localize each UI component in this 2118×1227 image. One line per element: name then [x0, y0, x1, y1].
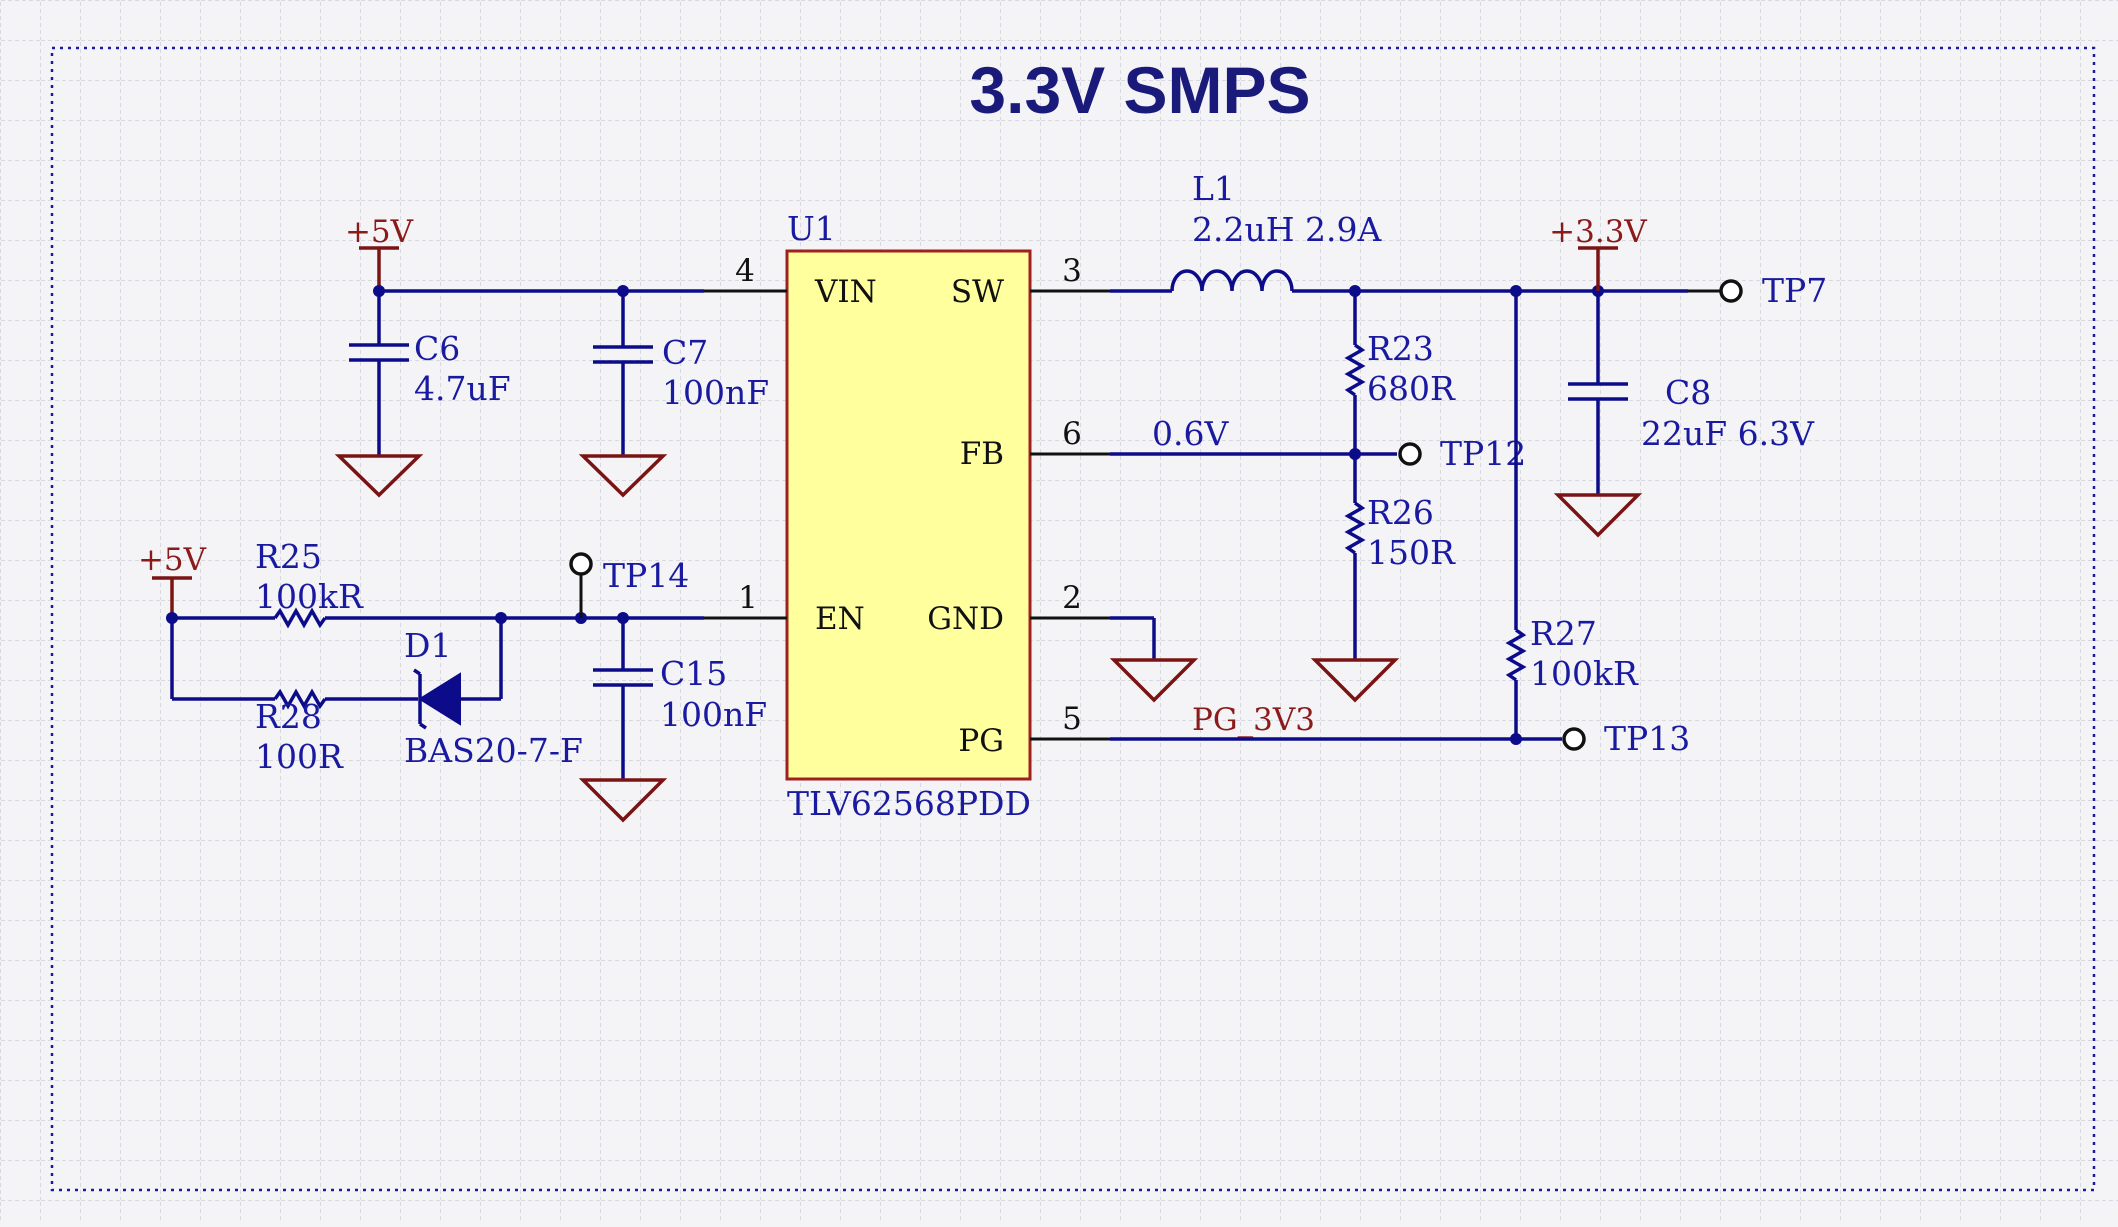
pin-pg-label: PG	[958, 723, 1004, 759]
pin-3-number: 3	[1062, 253, 1082, 289]
svg-text:+5V: +5V	[138, 542, 207, 578]
sheet-title: 3.3V SMPS	[969, 53, 1310, 127]
ground-symbol-c15	[578, 778, 668, 823]
power-port-5v-top[interactable]: +5V	[345, 214, 414, 291]
d1-ref: D1	[404, 626, 451, 665]
r28-ref: R28	[255, 697, 322, 736]
resistor-r27[interactable]: R27 100kR	[1505, 614, 1639, 693]
pin-vin-label: VIN	[814, 274, 877, 310]
resistor-r23[interactable]: R23 680R	[1344, 329, 1456, 408]
test-point-tp14[interactable]: TP14	[569, 552, 689, 595]
inductor-l1[interactable]: L1 2.2uH 2.9A	[1170, 169, 1382, 292]
c6-ref: C6	[414, 329, 460, 368]
capacitor-c8[interactable]: C8 22uF 6.3V	[1568, 291, 1815, 495]
pin-sw-label: SW	[951, 274, 1004, 310]
pin-en-label: EN	[815, 601, 865, 637]
ground-symbol-r26	[1310, 658, 1400, 703]
capacitor-c15[interactable]: C15 100nF	[593, 618, 767, 780]
svg-text:TP13: TP13	[1604, 719, 1690, 758]
r26-value: 150R	[1367, 533, 1456, 572]
c15-value: 100nF	[660, 695, 767, 734]
r28-value: 100R	[255, 737, 344, 776]
pg-net-label: PG_3V3	[1192, 702, 1315, 738]
power-port-3v3[interactable]: +3.3V	[1549, 214, 1647, 291]
pin-6-number: 6	[1062, 416, 1082, 452]
fb-voltage-label: 0.6V	[1152, 414, 1229, 453]
r25-value: 100kR	[255, 577, 364, 616]
r27-ref: R27	[1530, 614, 1597, 653]
l1-ref: L1	[1192, 169, 1235, 208]
svg-text:TP7: TP7	[1762, 271, 1827, 310]
resistor-r28[interactable]: R28 100R	[255, 688, 344, 776]
test-point-tp12[interactable]: TP12	[1398, 434, 1526, 473]
r23-ref: R23	[1367, 329, 1434, 368]
r27-value: 100kR	[1530, 654, 1639, 693]
resistor-r26[interactable]: R26 150R	[1344, 493, 1456, 572]
ground-symbol-c7	[578, 454, 668, 498]
resistor-r25[interactable]: R25 100kR	[255, 537, 364, 629]
c8-value: 22uF 6.3V	[1641, 414, 1815, 453]
pin-2-number: 2	[1062, 580, 1082, 616]
c15-ref: C15	[660, 654, 727, 693]
r25-ref: R25	[255, 537, 322, 576]
c6-value: 4.7uF	[414, 369, 511, 408]
capacitor-c7[interactable]: C7 100nF	[593, 291, 769, 456]
c7-ref: C7	[662, 333, 708, 372]
u1-ref: U1	[787, 209, 836, 248]
svg-text:+5V: +5V	[345, 214, 414, 250]
svg-text:+3.3V: +3.3V	[1549, 214, 1647, 250]
c7-value: 100nF	[662, 373, 769, 412]
pin-5-number: 5	[1062, 701, 1082, 737]
ground-symbol-c8	[1553, 493, 1643, 538]
pin-4-number: 4	[735, 253, 755, 289]
r23-value: 680R	[1367, 369, 1456, 408]
power-port-5v-en[interactable]: +5V	[138, 542, 207, 618]
pin-gnd-label: GND	[927, 601, 1004, 637]
d1-value: BAS20-7-F	[404, 731, 583, 770]
u1-chip[interactable]: U1 TLV62568PDD VIN SW FB EN GND PG	[785, 209, 1032, 823]
ground-symbol-c6	[334, 454, 424, 498]
svg-text:TP14: TP14	[603, 556, 689, 595]
pin-1-number: 1	[738, 580, 758, 616]
test-point-tp13[interactable]: TP13	[1562, 719, 1690, 758]
diode-d1[interactable]: D1 BAS20-7-F	[404, 626, 583, 770]
ground-symbol-u1	[1109, 658, 1199, 703]
l1-value: 2.2uH 2.9A	[1192, 210, 1382, 249]
u1-part-number: TLV62568PDD	[787, 784, 1031, 823]
svg-text:TP12: TP12	[1440, 434, 1526, 473]
capacitor-c6[interactable]: C6 4.7uF	[349, 291, 511, 456]
pin-fb-label: FB	[960, 436, 1004, 472]
c8-ref: C8	[1665, 373, 1711, 412]
r26-ref: R26	[1367, 493, 1434, 532]
